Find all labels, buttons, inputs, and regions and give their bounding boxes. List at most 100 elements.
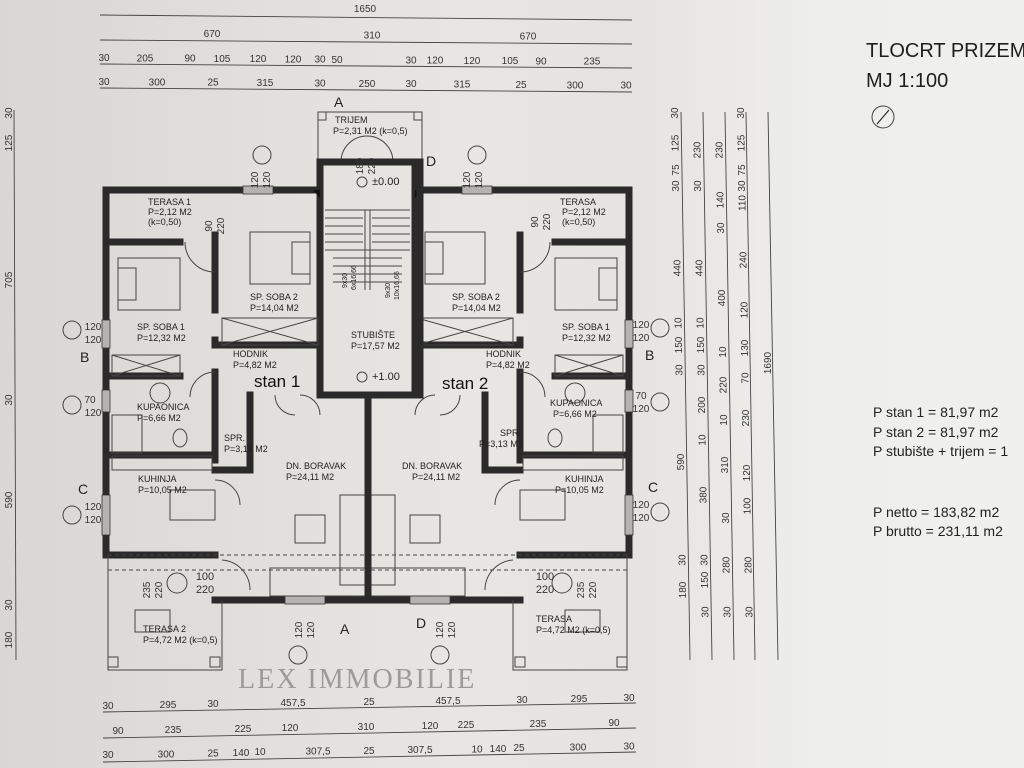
dimension-right-label: 30 [736,107,747,119]
hodnik-right-name: HODNIK [486,349,521,359]
stubiste-name: STUBIŠTE [351,330,395,340]
dimension-right-label: 30 [699,554,710,566]
unit-1-label: stan 1 [254,372,300,391]
dimension-top-label: 105 [502,56,519,67]
terasa-bottom-area: P=4,72 M2 (k=0,5) [536,625,611,635]
drawing-scale: MJ 1:100 [866,70,949,92]
soba2-right-area: P=14,04 M2 [452,303,501,313]
terasa-bottom-name: TERASA [536,614,572,624]
dimension-bottom-label: 235 [530,719,547,730]
entrance-door-width: 180 [355,157,366,174]
dimension-top-label: 1650 [354,4,377,15]
watermark-text: LEX IMMOBILIE [238,664,476,695]
terasa-bottom-door-height: 220 [588,581,599,598]
dimension-right-label: 125 [671,134,682,151]
soba1-left-area: P=12,32 M2 [137,333,186,343]
dimension-left-label: 180 [4,631,15,648]
window-bottom-left-width: 120 [294,621,305,638]
soba1-right-name: SP. SOBA 1 [562,322,610,332]
dimension-right-label: 150 [700,571,711,588]
dimension-bottom-label: 225 [235,724,252,735]
window-left-1-width: 120 [85,322,102,333]
spr-left-area: P=3,13 M2 [224,444,268,454]
section-d-top: D [426,153,436,169]
dimension-left-label: 705 [4,271,15,288]
dimension-bottom-label: 295 [571,694,588,705]
boravak-right-area: P=24,11 M2 [412,472,460,482]
section-d-bottom: D [416,615,426,631]
dimension-bottom-label: 300 [570,742,587,753]
dimension-right-label: 30 [721,512,732,524]
dimension-right-label: 30 [696,364,707,376]
dimension-bottom-label: 120 [422,721,439,732]
dimension-bottom-label: 310 [358,722,375,733]
dimension-right-label: 125 [737,134,748,151]
dimension-right-label: 30 [716,222,727,234]
dimension-top-label: 120 [427,56,444,67]
soba2-left-area: P=14,04 M2 [250,303,299,313]
dimension-right-label: 200 [697,396,708,413]
window-bottom-right-height: 120 [447,621,458,638]
dimension-left-label: 590 [4,491,15,508]
kuhinja-left-name: KUHINJA [138,474,177,484]
dimension-bottom-label: 10 [471,744,483,755]
spr-left-name: SPR. [224,433,245,443]
area-stan-2: P stan 2 = 81,97 m2 [873,424,999,440]
dimension-right-label: 75 [737,164,748,176]
dimension-right-label: 230 [715,141,726,158]
window-left-1-height: 120 [85,335,102,346]
dimension-top-label: 30 [405,79,417,90]
dimension-right-label: 30 [671,180,682,192]
dimension-bottom-label: 25 [207,749,219,760]
dimension-top-label: 670 [520,32,537,43]
section-b-right: B [645,347,654,363]
dimension-right-label: 230 [741,409,752,426]
door-right-width: 100 [536,571,554,583]
dimension-top-label: 315 [454,80,471,91]
level-upper: +1.00 [372,371,400,383]
dimension-right-label: 30 [670,107,681,119]
terasa2-area: P=4,72 M2 (k=0,5) [143,635,218,645]
dimension-top-label: 30 [98,53,110,64]
door-left-height: 220 [196,584,214,596]
soba2-left-name: SP. SOBA 2 [250,292,298,302]
dimension-bottom-label: 457,5 [280,698,305,709]
window-left-2-width: 70 [84,395,96,406]
window-right-3-height: 120 [633,513,650,524]
dimension-right-label: 180 [678,581,689,598]
dimension-bottom-label: 30 [623,742,635,753]
window-right-3-width: 120 [633,500,650,511]
dimension-top-label: 120 [464,56,481,67]
area-stan-1: P stan 1 = 81,97 m2 [873,404,999,420]
dimension-bottom-label: 90 [608,718,620,729]
dimension-top-label: 105 [214,54,231,65]
window-bottom-right-width: 120 [435,621,446,638]
trijem-name: TRIJEM [335,115,368,125]
dimension-right-label: 220 [719,376,730,393]
hodnik-right-area: P=4,82 M2 [486,360,530,370]
dimension-right-label: 440 [695,259,706,276]
terasa-right-k: (k=0,50) [562,217,595,227]
dimension-right-label: 130 [740,339,751,356]
terasa1-name: TERASA 1 [148,197,191,207]
terasa-right-name: TERASA [560,197,596,207]
terasa-right-door-width: 90 [530,216,541,228]
section-a-bottom: A [340,621,350,637]
dimension-bottom-label: 235 [165,725,182,736]
dimension-right-label: 120 [742,464,753,481]
kuhinja-right-area: P=10,05 M2 [555,485,604,495]
terasa1-door-height: 220 [216,217,227,234]
window-right-2-width: 70 [635,391,647,402]
section-c-left: C [78,481,88,497]
section-a-top: A [334,94,344,110]
window-top-right-height: 120 [474,171,485,188]
dimension-right-label: 280 [744,556,755,573]
terasa1-door-width: 90 [204,220,215,232]
dimension-right-label: 10 [697,434,708,446]
dimension-top-label: 120 [285,54,302,65]
dimension-right-label: 280 [722,556,733,573]
terasa2-door-width: 235 [142,581,153,598]
dimension-bottom-label: 25 [363,697,375,708]
dimension-bottom-label: 30 [102,750,114,761]
terasa2-door-height: 220 [154,581,165,598]
